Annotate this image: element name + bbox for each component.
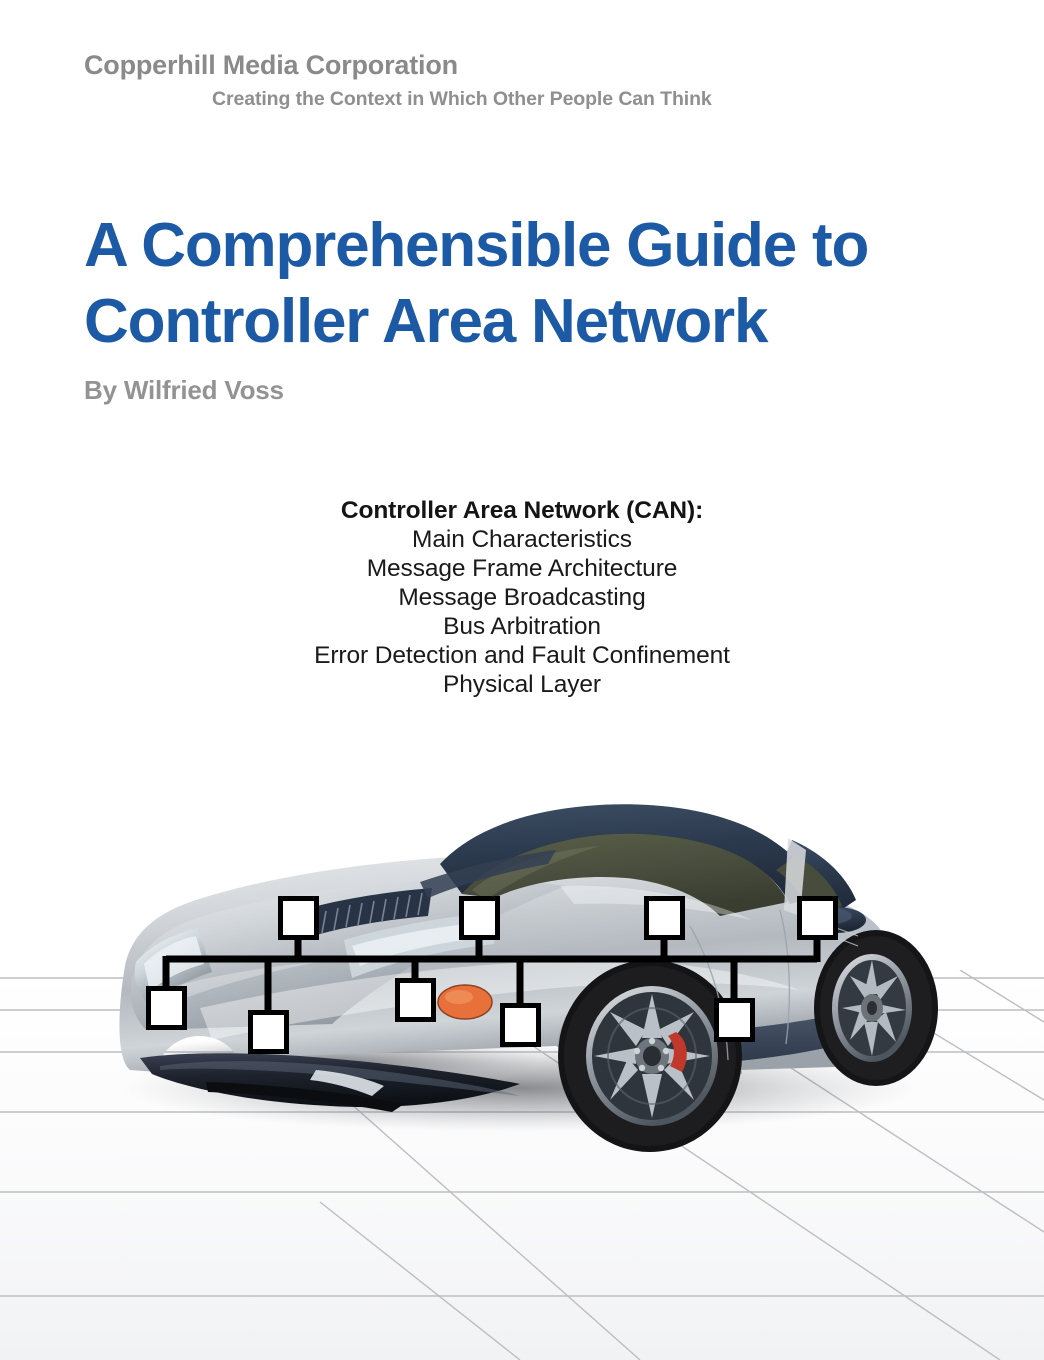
- topic-item: Error Detection and Fault Confinement: [314, 642, 730, 669]
- can-node-ecu[interactable]: [459, 896, 500, 940]
- can-node-ecu[interactable]: [500, 1003, 541, 1047]
- can-node-ecu[interactable]: [248, 1010, 289, 1054]
- topic-item: Main Characteristics: [412, 526, 632, 553]
- cover-illustration: [0, 740, 1044, 1360]
- can-node-ecu[interactable]: [146, 986, 187, 1030]
- can-node-ecu[interactable]: [714, 998, 755, 1042]
- topic-list: Controller Area Network (CAN): Main Char…: [0, 496, 1044, 699]
- topic-item: Physical Layer: [443, 671, 601, 698]
- can-node-ecu[interactable]: [644, 896, 685, 940]
- publisher-name: Copperhill Media Corporation: [84, 50, 458, 80]
- page-title: A Comprehensible Guide to Controller Are…: [84, 208, 964, 360]
- title-line-1: A Comprehensible Guide to: [84, 211, 869, 280]
- topic-list-heading: Controller Area Network (CAN):: [340, 497, 704, 524]
- topic-item: Message Broadcasting: [398, 584, 646, 611]
- can-node-ecu[interactable]: [278, 896, 319, 940]
- can-node-ecu[interactable]: [797, 896, 838, 940]
- title-line-2: Controller Area Network: [84, 287, 768, 356]
- can-bus-network-overlay: [0, 740, 1044, 1360]
- sports-car-illustration: [0, 740, 1044, 1360]
- publisher-tagline: Creating the Context in Which Other Peop…: [212, 88, 712, 110]
- author-byline: By Wilfried Voss: [84, 375, 284, 405]
- topic-item: Bus Arbitration: [443, 613, 601, 640]
- can-node-ecu[interactable]: [395, 978, 436, 1022]
- topic-item: Message Frame Architecture: [366, 555, 678, 582]
